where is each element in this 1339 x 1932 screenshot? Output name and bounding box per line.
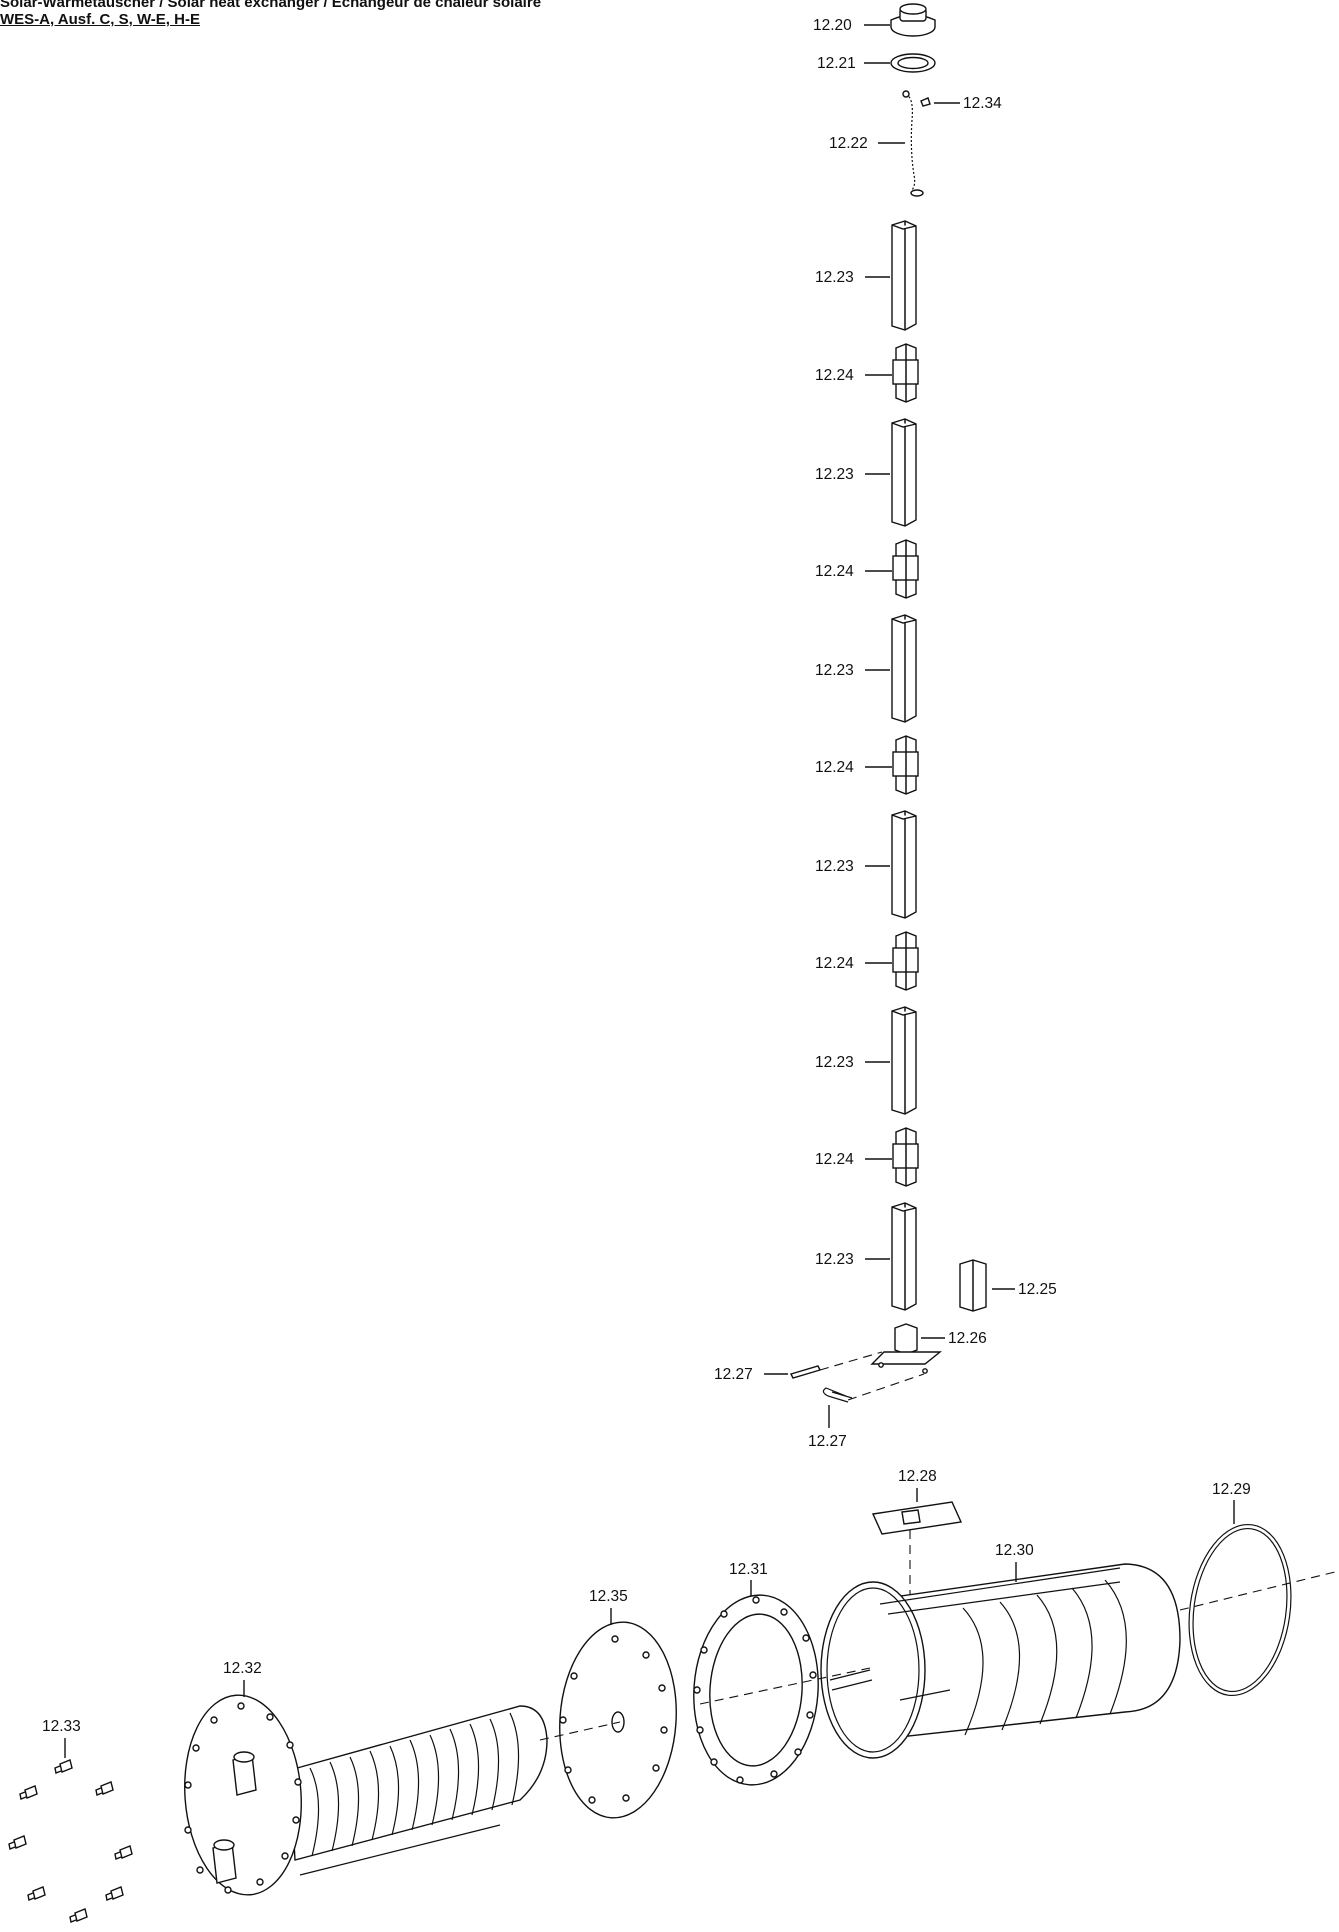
part-12-24-coupling[interactable] (892, 539, 919, 599)
label-12-24: 12.24 (815, 1151, 854, 1168)
part-12-23-tube[interactable] (891, 614, 917, 723)
part-12-31-flange-gasket[interactable] (688, 1591, 825, 1789)
part-12-25-sleeve[interactable] (959, 1259, 987, 1312)
label-12-23: 12.23 (815, 1251, 854, 1268)
label-12-33: 12.33 (42, 1718, 81, 1735)
label-12-20: 12.20 (813, 17, 852, 34)
label-12-23: 12.23 (815, 662, 854, 679)
part-12-26-bracket[interactable] (870, 1323, 942, 1374)
label-12-23: 12.23 (815, 1054, 854, 1071)
label-12-30: 12.30 (995, 1542, 1034, 1559)
part-12-35-cover-plate[interactable] (553, 1618, 682, 1822)
part-12-24-coupling[interactable] (892, 735, 919, 795)
label-12-23: 12.23 (815, 858, 854, 875)
tube-stack (891, 220, 919, 1311)
part-12-23-tube[interactable] (891, 1202, 917, 1311)
label-12-27: 12.27 (808, 1433, 847, 1450)
label-12-27: 12.27 (714, 1366, 753, 1383)
part-12-23-tube[interactable] (891, 418, 917, 527)
part-12-28-plate[interactable] (871, 1501, 963, 1535)
label-12-26: 12.26 (948, 1330, 987, 1347)
part-12-24-coupling[interactable] (892, 343, 919, 403)
label-12-28: 12.28 (898, 1468, 937, 1485)
part-12-32-coil-flange[interactable] (178, 1691, 548, 1899)
label-12-25: 12.25 (1018, 1281, 1057, 1298)
label-12-24: 12.24 (815, 955, 854, 972)
part-12-27-clip[interactable] (822, 1387, 853, 1403)
part-12-30-baffle[interactable] (820, 1563, 1181, 1759)
model-subtitle: WES-A, Ausf. C, S, W-E, H-E (0, 11, 200, 28)
label-12-22: 12.22 (829, 135, 868, 152)
part-12-20-cap[interactable] (890, 3, 936, 37)
label-12-35: 12.35 (589, 1588, 628, 1605)
label-12-23: 12.23 (815, 269, 854, 286)
label-12-34: 12.34 (963, 95, 1002, 112)
label-12-24: 12.24 (815, 759, 854, 776)
part-12-29-ring[interactable] (1179, 1518, 1302, 1702)
part-12-23-tube[interactable] (891, 1006, 917, 1115)
label-12-21: 12.21 (817, 55, 856, 72)
part-12-34-screw[interactable] (920, 97, 931, 107)
part-12-33-screws[interactable] (8, 1759, 133, 1923)
label-12-24: 12.24 (815, 367, 854, 384)
label-12-31: 12.31 (729, 1561, 768, 1578)
label-12-24: 12.24 (815, 563, 854, 580)
drawing-title: Solar-Wärmetauscher / Solar heat exchang… (0, 0, 542, 11)
part-12-24-coupling[interactable] (892, 1127, 919, 1187)
part-12-23-tube[interactable] (891, 220, 917, 331)
label-12-32: 12.32 (223, 1660, 262, 1677)
part-12-24-coupling[interactable] (892, 931, 919, 991)
label-12-23: 12.23 (815, 466, 854, 483)
part-12-21-gasket[interactable] (890, 53, 936, 73)
part-12-27-pin[interactable] (790, 1365, 821, 1379)
label-12-29: 12.29 (1212, 1481, 1251, 1498)
part-12-23-tube[interactable] (891, 810, 917, 919)
part-12-22-chain[interactable] (902, 90, 924, 197)
